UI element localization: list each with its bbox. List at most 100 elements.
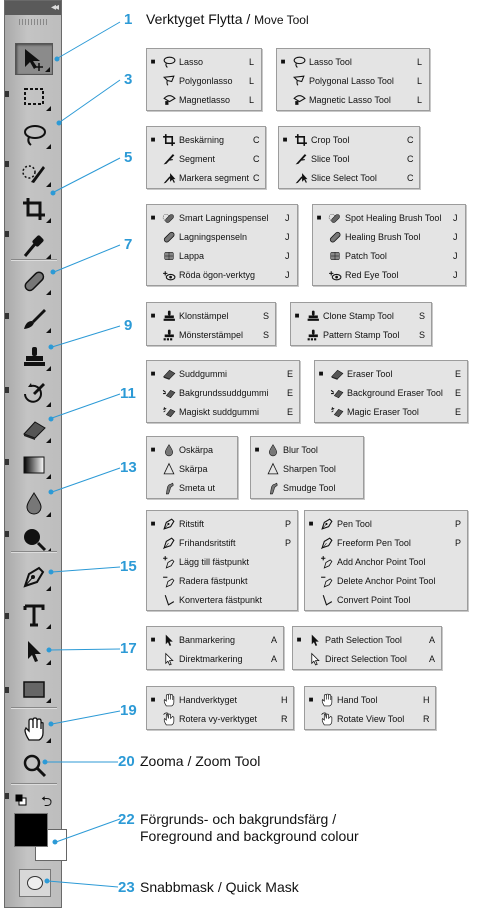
tool-button-history-brush[interactable] (15, 377, 53, 409)
shortcut-key: E (287, 406, 294, 417)
flyout-item[interactable]: Smudge Tool (251, 478, 363, 497)
pen-icon (21, 564, 47, 590)
tool-button-pen[interactable] (15, 561, 53, 593)
flyout-item[interactable]: Konvertera fästpunkt (147, 590, 297, 609)
tools-panel-header[interactable]: ◂◂ (5, 1, 61, 15)
flyout-item-label: Smudge Tool (283, 482, 336, 493)
tool-button-move[interactable] (15, 43, 53, 75)
tool-button-blur[interactable] (15, 487, 53, 519)
flyout-item[interactable]: Convert Point Tool (305, 590, 467, 609)
tool-button-healing-brush[interactable] (15, 265, 53, 297)
tool-button-eyedropper[interactable] (15, 229, 53, 261)
flyout-item[interactable]: Sharpen Tool (251, 459, 363, 478)
tool-button-crop[interactable] (15, 193, 53, 225)
tool-button-clone-stamp[interactable] (15, 341, 53, 373)
tool-button-quick-selection[interactable] (15, 157, 53, 189)
tool-button-hand[interactable] (15, 713, 53, 745)
foreground-color-swatch[interactable] (14, 813, 48, 847)
tool-button-path-selection[interactable] (15, 635, 53, 667)
marquee-icon (21, 84, 47, 110)
flyout-item[interactable]: Smeta ut (147, 478, 237, 497)
flyout-item[interactable]: Skärpa (147, 459, 237, 478)
quick-mask-button[interactable] (19, 869, 51, 897)
smudge-icon (263, 480, 283, 496)
tool-button-brush[interactable] (15, 303, 53, 335)
flyout-item-label: Delete Anchor Point Tool (337, 575, 436, 586)
default-colors-icon[interactable] (15, 793, 27, 806)
flyout-item[interactable]: Lägg till fästpunkt (147, 552, 297, 571)
collapse-icon[interactable]: ◂◂ (50, 2, 59, 13)
panel-grip[interactable] (19, 19, 47, 25)
flyout-item-label: Beskärning (179, 134, 225, 145)
tool-button-marquee[interactable] (15, 81, 53, 113)
flyout-triangle-icon (46, 660, 51, 665)
tool-button-lasso[interactable] (15, 119, 53, 151)
swap-colors-icon[interactable]: ⮌ (41, 793, 53, 809)
tool-button-type[interactable] (15, 599, 53, 631)
shortcut-key: L (417, 94, 423, 105)
direct-selection-icon (159, 651, 179, 667)
polygon-lasso-icon (159, 73, 179, 89)
tool-button-dodge[interactable] (15, 523, 53, 555)
flyout-item[interactable]: ■Oskärpa (147, 440, 237, 459)
tool-button-gradient[interactable] (15, 449, 53, 481)
tool-button-eraser[interactable] (15, 413, 53, 445)
callout-number: 7 (124, 236, 133, 253)
tool-button-shape[interactable] (15, 673, 53, 705)
flyout-item[interactable]: ■Blur Tool (251, 440, 363, 459)
tool-button-zoom[interactable] (15, 749, 53, 781)
current-tool-marker: ■ (280, 57, 286, 66)
flyout-item[interactable]: Delete Anchor Point Tool (305, 571, 467, 590)
smudge-icon (159, 480, 179, 496)
flyout-item[interactable]: Radera fästpunkt (147, 571, 297, 590)
flyout-item-label: Lagningspenseln (179, 231, 248, 242)
shortcut-key: E (455, 406, 462, 417)
shortcut-key: P (455, 537, 462, 548)
flyout-item[interactable]: Add Anchor Point Tool (305, 552, 467, 571)
